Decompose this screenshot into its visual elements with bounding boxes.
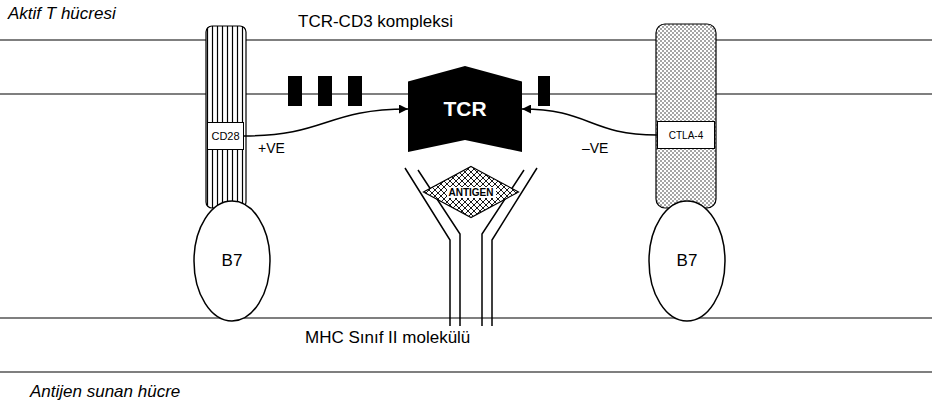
signal-arrow xyxy=(522,109,657,135)
cd3-chain xyxy=(348,76,362,106)
text-group: CD28 xyxy=(211,130,239,142)
b7-shape xyxy=(649,201,725,321)
cd3-chain xyxy=(288,76,302,106)
text-group: B7 xyxy=(677,252,698,271)
ctla4-box: CTLA-4 xyxy=(657,121,715,149)
cell-label: Antijen sunan hücre xyxy=(30,382,180,402)
node-text: CD28 xyxy=(211,130,239,142)
b7-shape xyxy=(194,201,270,321)
cd3-chain xyxy=(538,76,550,106)
node-border xyxy=(658,122,715,149)
b7-ellipse: B7 xyxy=(648,200,726,322)
antigen-shape xyxy=(424,167,519,218)
apc-membrane xyxy=(0,317,932,318)
node-text: B7 xyxy=(677,252,698,271)
complex-label: TCR-CD3 kompleksi xyxy=(298,12,453,32)
tcr-receptor: TCR xyxy=(408,66,522,152)
cd28-box: CD28 xyxy=(207,122,244,150)
tcr-shape xyxy=(408,66,522,152)
t-cell-membrane xyxy=(0,39,932,40)
edge-label: –VE xyxy=(582,140,608,156)
ctla4-receptor xyxy=(656,24,716,208)
cd28-receptor xyxy=(206,26,246,208)
node-border xyxy=(208,123,244,150)
molecule-label: MHC Sınıf II molekülü xyxy=(305,328,470,348)
b7-ellipse: B7 xyxy=(193,200,271,322)
cd3-chain xyxy=(318,76,332,106)
text-group: ANTIGEN xyxy=(447,187,496,198)
antigen-diamond: ANTIGEN xyxy=(423,166,519,218)
node-text: CTLA-4 xyxy=(669,130,703,141)
edge-label: +VE xyxy=(258,140,285,156)
cell-label: Aktif T hücresi xyxy=(8,4,116,24)
text-group: CTLA-4 xyxy=(669,130,703,141)
node-text: ANTIGEN xyxy=(447,187,496,198)
node-text: TCR xyxy=(443,97,486,120)
node-text: B7 xyxy=(222,252,243,271)
apc-membrane xyxy=(0,371,932,372)
signal-arrow xyxy=(244,109,408,136)
text-group: TCR xyxy=(443,97,486,120)
text-group: B7 xyxy=(222,252,243,271)
